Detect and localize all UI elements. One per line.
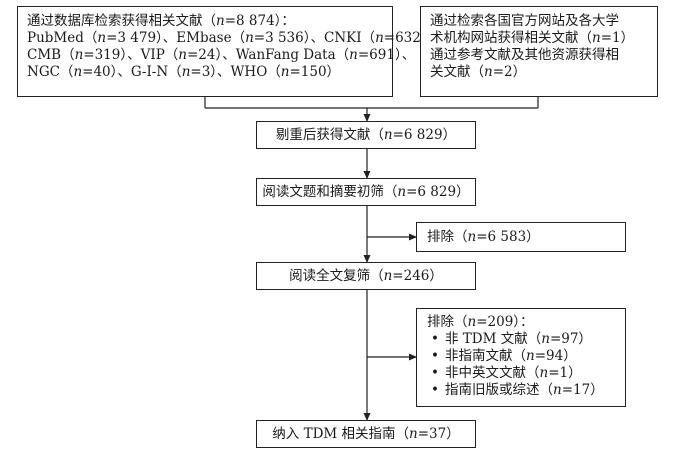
final-included-box: 纳入 TDM 相关指南（n=37） xyxy=(256,420,476,448)
excluded-2-item: • 指南旧版或综述（n=17） xyxy=(427,382,625,399)
bullet-dot-icon: • xyxy=(431,382,439,398)
website-search-box: 通过检索各国官方网站及各大学 术机构网站获得相关文献（n=1） 通过参考文献及其… xyxy=(420,6,658,97)
excluded-2-item-text: 指南旧版或综述（n=17） xyxy=(445,382,604,398)
title-abstract-text: 阅读文题和摘要初筛（n=6 829） xyxy=(262,183,470,200)
excluded-2-item: • 非中英文文献（n=1） xyxy=(427,365,625,382)
excluded-2-item-text: 非中英文文献（n=1） xyxy=(445,365,582,381)
excluded-2-item: • 非指南文献（n=94） xyxy=(427,348,625,365)
website-search-line-4: 关文献（n=2） xyxy=(430,64,527,80)
website-search-line-3: 通过参考文献及其他资源获得相 xyxy=(430,47,619,63)
excluded-2-item-text: 非 TDM 文献（n=97） xyxy=(445,331,592,347)
excluded-1-box: 排除（n=6 583） xyxy=(416,222,626,252)
final-included-text: 纳入 TDM 相关指南（n=37） xyxy=(272,425,460,442)
database-search-line-1: 通过数据库检索获得相关文献（n=8 874）： xyxy=(27,13,295,29)
excluded-2-item-text: 非指南文献（n=94） xyxy=(445,348,577,364)
title-abstract-screening-box: 阅读文题和摘要初筛（n=6 829） xyxy=(256,178,476,206)
excluded-2-header: 排除（n=209）： xyxy=(427,314,534,330)
database-search-line-2: PubMed（n=3 479）、EMbase（n=3 536）、CNKI（n=6… xyxy=(27,30,442,46)
excluded-2-item: • 非 TDM 文献（n=97） xyxy=(427,331,625,348)
database-search-line-4: NGC（n=40）、G-I-N（n=3）、WHO（n=150） xyxy=(27,64,341,80)
fulltext-screening-box: 阅读全文复筛（n=246） xyxy=(256,262,476,290)
bullet-dot-icon: • xyxy=(431,331,439,347)
website-search-line-2: 术机构网站获得相关文献（n=1） xyxy=(430,30,635,46)
database-search-box: 通过数据库检索获得相关文献（n=8 874）： PubMed（n=3 479）、… xyxy=(17,6,442,97)
bullet-dot-icon: • xyxy=(431,348,439,364)
website-search-line-1: 通过检索各国官方网站及各大学 xyxy=(430,13,619,29)
dedup-box: 剔重后获得文献（n=6 829） xyxy=(256,121,476,149)
excluded-2-box: 排除（n=209）： •非 TDM 文献（n=97） •非指南文献（n=94） … xyxy=(416,308,626,407)
dedup-text: 剔重后获得文献（n=6 829） xyxy=(275,126,457,143)
fulltext-text: 阅读全文复筛（n=246） xyxy=(289,267,443,284)
bullet-dot-icon: • xyxy=(431,365,439,381)
database-search-line-3: CMB（n=319）、VIP（n=24）、WanFang Data（n=691）… xyxy=(27,47,416,63)
excluded-1-text: 排除（n=6 583） xyxy=(427,229,540,245)
